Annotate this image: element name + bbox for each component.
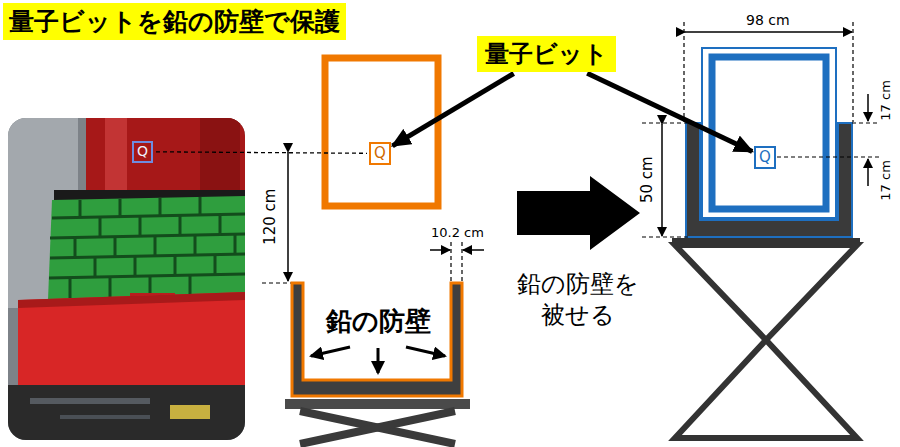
apparatus-photo (200, 118, 240, 196)
dimension-120 (262, 282, 292, 283)
apparatus-photo (86, 118, 245, 196)
apparatus-photo (8, 118, 245, 440)
shield-leader-arrows (311, 347, 350, 356)
scissor-lift (285, 399, 470, 444)
dimension-50 (661, 124, 663, 236)
dimension-label: 98 cm (746, 11, 790, 29)
cryostat-outer-outline (702, 48, 836, 218)
cryostat-outline (712, 57, 826, 209)
lead-shield (686, 123, 852, 237)
callout-label: 量子ビット (477, 36, 616, 72)
node-text: Q (374, 144, 386, 163)
apparatus-photo (50, 234, 245, 238)
dimension-10-2 (430, 249, 450, 251)
stand (675, 245, 857, 340)
dimension-98 (685, 31, 852, 33)
dimension-10-2 (463, 249, 484, 251)
dimension-17 (867, 159, 869, 186)
scissor-lift (300, 411, 455, 444)
qubit-marker: Q (369, 142, 391, 165)
apparatus-photo (105, 118, 127, 196)
shield-leader-arrows (311, 347, 445, 373)
dimension-17 (852, 122, 880, 123)
node-text: Q (137, 143, 148, 161)
apparatus-photo (30, 398, 150, 404)
dimension-17 (777, 156, 880, 157)
apparatus-photo (8, 385, 245, 440)
part-label: 鉛の防壁 (326, 305, 431, 339)
scissor-lift (285, 399, 470, 409)
dimension-98 (683, 22, 684, 122)
qubit-marker: Q (754, 146, 776, 169)
qubit-marker: Q (132, 141, 153, 163)
apparatus-photo (170, 405, 210, 419)
dimension-label: 17 cm (878, 160, 895, 201)
apparatus-photo (48, 196, 245, 300)
shield-leader-arrows (377, 348, 380, 373)
dimension-17 (867, 94, 869, 121)
pointer-arrow (393, 74, 514, 146)
dimension-10-2 (450, 242, 451, 283)
dimension-10-2 (461, 242, 462, 283)
apparatus-photo (18, 292, 245, 388)
action-label: 鉛の防壁を 被せる (513, 269, 643, 331)
node-text: Q (759, 148, 771, 167)
dimension-50 (642, 122, 688, 123)
node-text: 量子ビット (485, 39, 608, 69)
shield-leader-arrows (406, 347, 445, 356)
dimension-label: 50 cm (638, 156, 658, 203)
transition-arrow (517, 176, 640, 250)
dimension-120 (262, 152, 292, 283)
dimension-label: 17 cm (878, 80, 895, 121)
title-text: 量子ビットを鉛の防壁で保護 (3, 3, 346, 40)
alignment-line (156, 152, 367, 154)
scissor-lift (300, 411, 455, 444)
dimension-98 (852, 22, 853, 122)
dimension-120 (287, 152, 289, 281)
dimension-label: 10.2 cm (431, 225, 484, 242)
pointer-arrow (587, 73, 752, 151)
dimension-50 (642, 236, 688, 237)
stand (672, 238, 860, 438)
apparatus-photo (60, 415, 150, 419)
dimension-label: 120 cm (261, 189, 281, 245)
cryostat-outline (325, 58, 438, 206)
lead-shield (292, 283, 462, 396)
apparatus-photo (49, 197, 245, 298)
stand (675, 340, 857, 438)
apparatus-photo (18, 292, 245, 308)
apparatus-photo (70, 197, 235, 298)
dimension-10-2 (430, 242, 484, 283)
dimension-17 (777, 94, 880, 186)
